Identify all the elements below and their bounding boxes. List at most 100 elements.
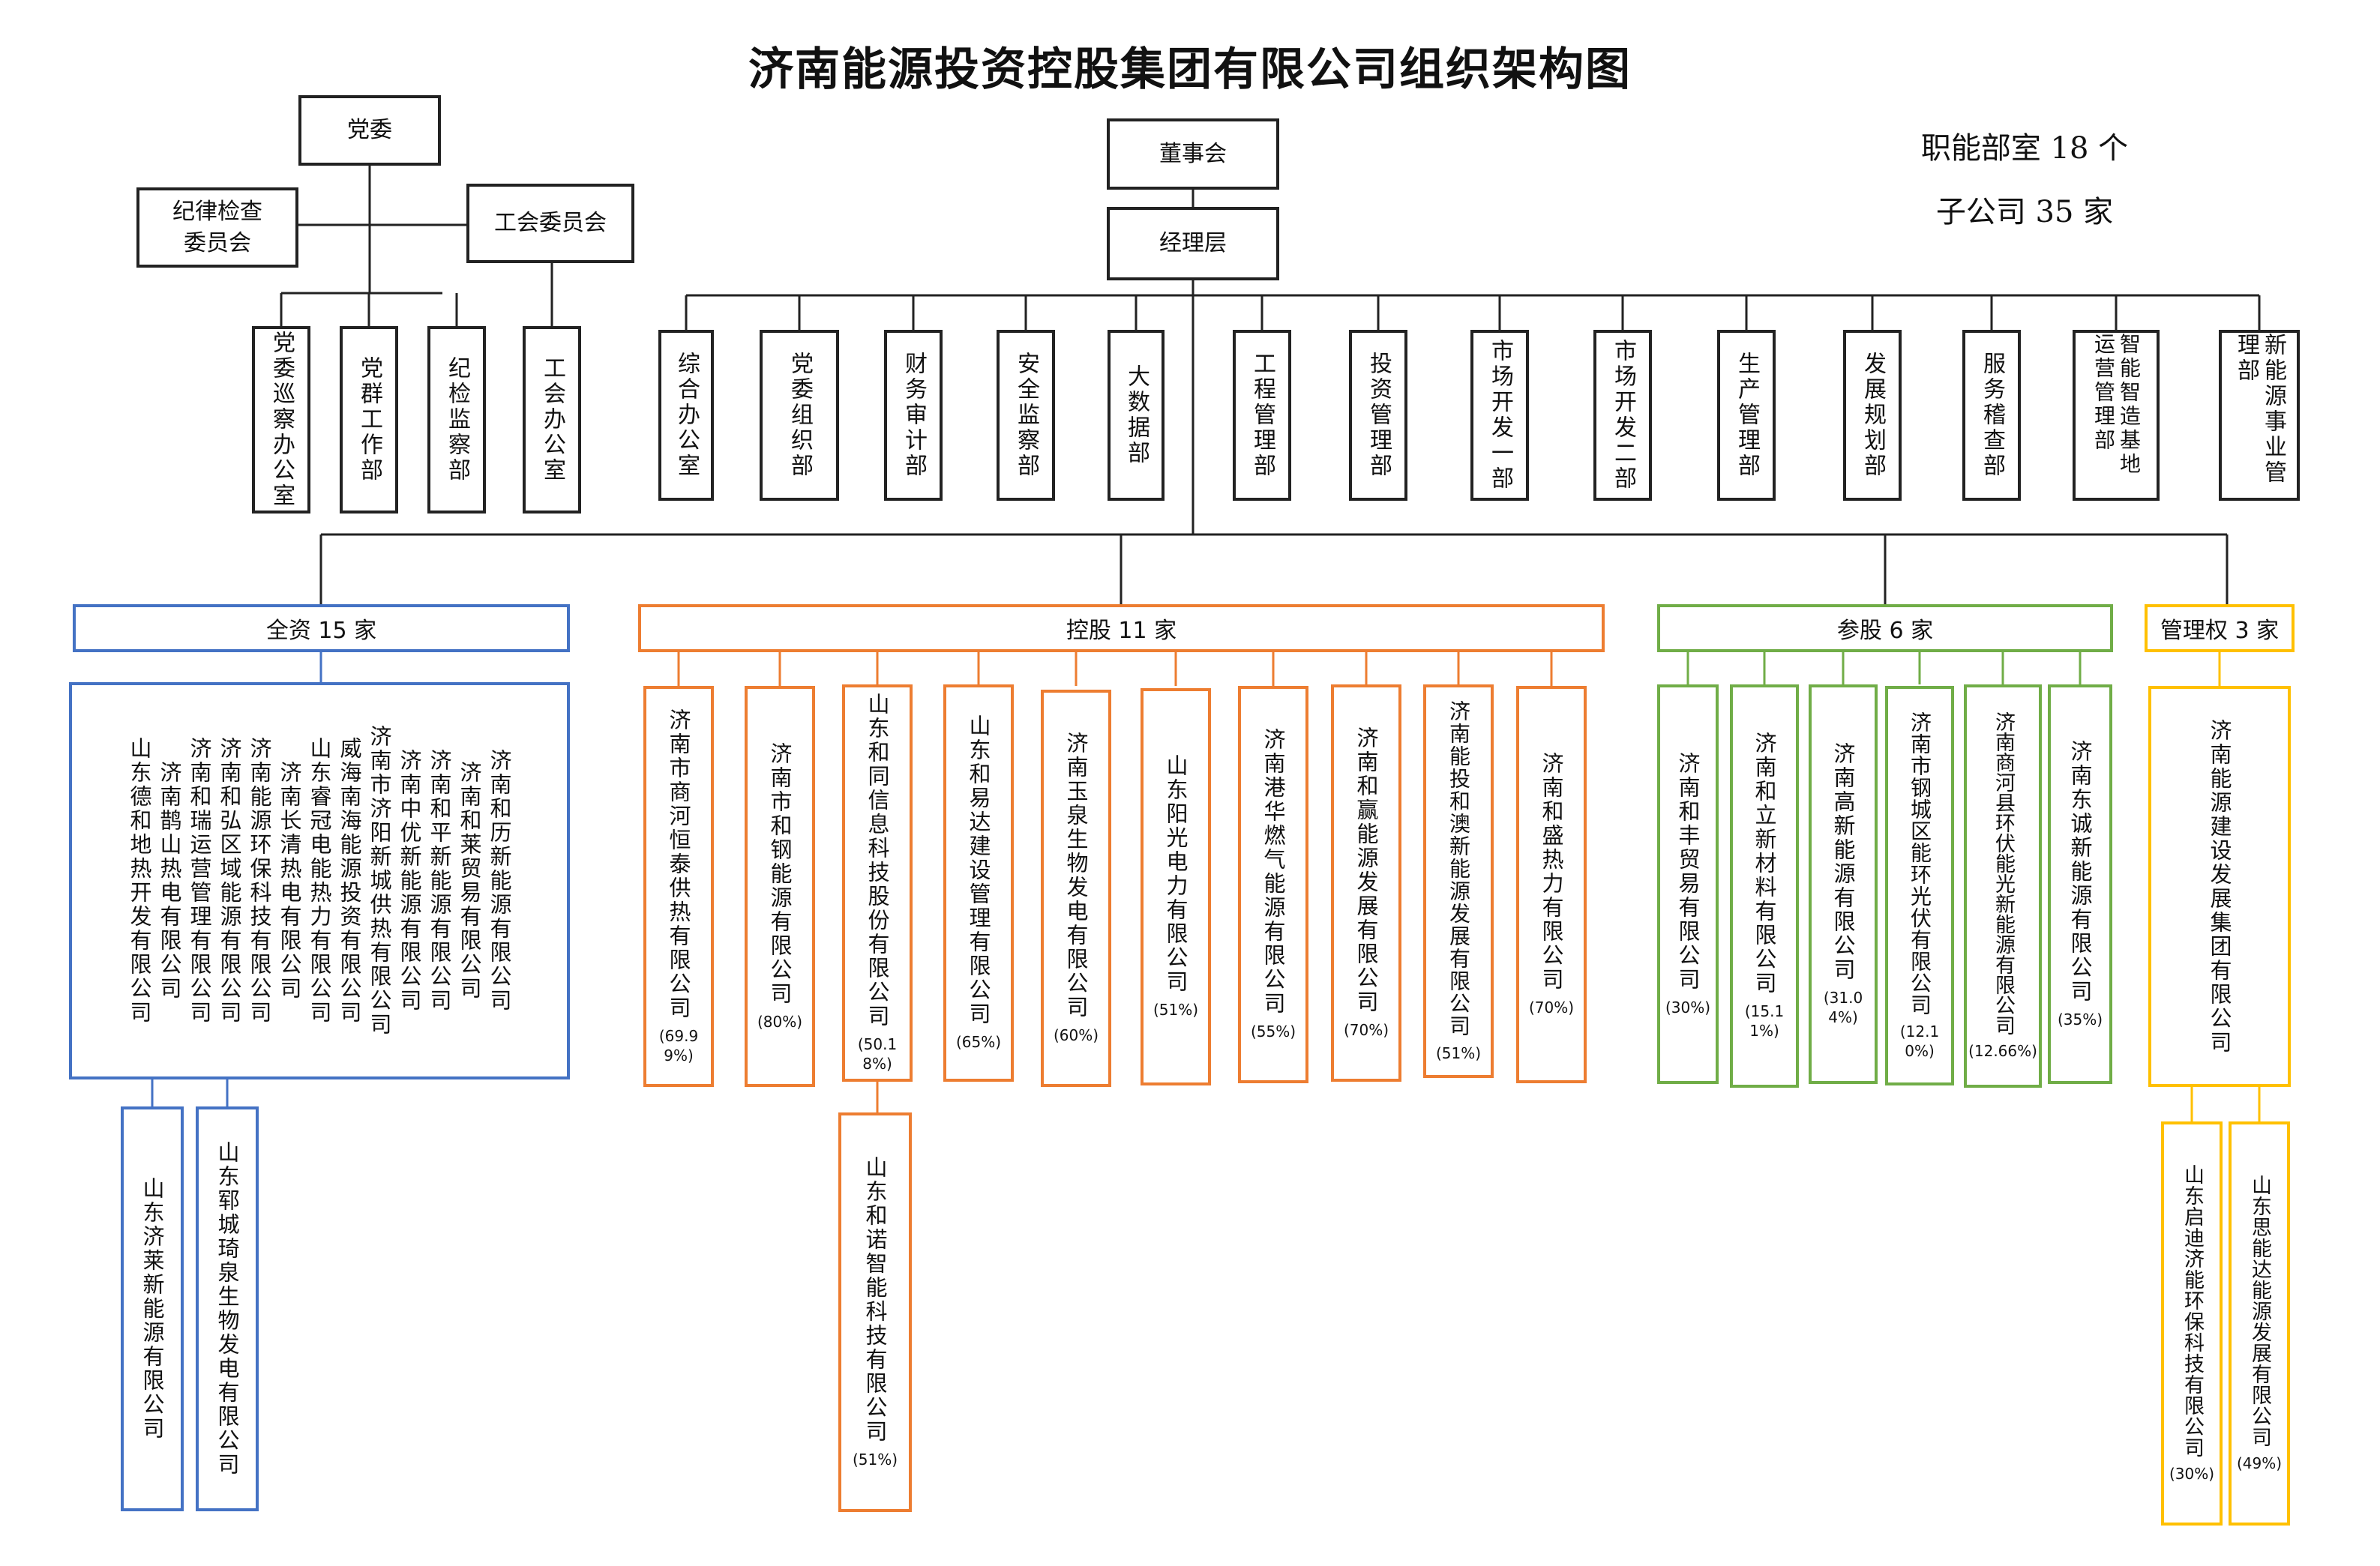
full-company: 济南长清热电有限公司 — [277, 761, 302, 1001]
department-box: 财务审计部 — [884, 330, 943, 501]
department-box: 工程管理部 — [1233, 330, 1291, 501]
department-label: 投资管理部 — [1365, 352, 1392, 479]
company-name: 山东阳光电力有限公司 — [1163, 754, 1189, 994]
company-name: 济南市钢城区能环光伏有限公司 — [1908, 711, 1932, 1016]
department-box: 安全监察部 — [997, 330, 1055, 501]
full-company: 山东睿冠电能热力有限公司 — [307, 737, 332, 1025]
company-name: 山东和易达建设管理有限公司 — [966, 714, 991, 1026]
full-company: 济南和瑞运营管理有限公司 — [187, 737, 212, 1025]
holding-sub-company-box: 山东和诺智能科技有限公司 (51%) — [838, 1112, 912, 1512]
holding-company-box: 济南玉泉生物发电有限公司 (60%) — [1041, 690, 1111, 1087]
share-company-box: 济南高新能源有限公司 (31.04%) — [1809, 684, 1878, 1084]
board-box: 董事会 — [1107, 118, 1279, 190]
full-company: 济南和平新能源有限公司 — [427, 749, 452, 1013]
full-company: 济南中优新能源有限公司 — [397, 749, 422, 1013]
company-name: 济南东诚新能源有限公司 — [2067, 739, 2093, 1004]
department-label: 工程管理部 — [1249, 352, 1275, 479]
party-office-label: 纪检监察部 — [444, 356, 470, 484]
full-company: 山东德和地热开发有限公司 — [127, 737, 152, 1025]
company-name: 济南能投和澳新能源发展有限公司 — [1446, 699, 1471, 1038]
full-company: 济南和弘区域能源有限公司 — [217, 737, 242, 1025]
discipline-committee-box: 纪律检查委员会 — [136, 187, 298, 268]
ownership-percentage: (50.18%) — [857, 1035, 898, 1073]
department-label: 市场开发二部 — [1610, 339, 1636, 492]
ownership-percentage: (12.10%) — [1899, 1022, 1940, 1060]
ownership-percentage: (60%) — [1053, 1026, 1099, 1044]
company-name: 济南商河县环伏能光新能源有限公司 — [1992, 711, 2015, 1035]
company-name: 济南和盛热力有限公司 — [1539, 752, 1564, 992]
company-name: 济南和赢能源发展有限公司 — [1353, 726, 1379, 1014]
ownership-percentage: (80%) — [757, 1012, 803, 1031]
management-sub-company-box: 山东思能达能源发展有限公司(49%) — [2229, 1121, 2290, 1526]
department-box: 市场开发一部 — [1470, 330, 1529, 501]
holding-company-box: 山东和易达建设管理有限公司(65%) — [943, 684, 1014, 1082]
department-label: 服务稽查部 — [1979, 352, 2005, 479]
share-company-box: 济南市钢城区能环光伏有限公司 (12.10%) — [1885, 686, 1954, 1085]
chart-title: 济南能源投资控股集团有限公司组织架构图 — [748, 43, 1632, 96]
full-sub-company-box: 山东济莱新能源有限公司 — [121, 1106, 184, 1511]
department-label: 发展规划部 — [1860, 352, 1886, 479]
company-name: 济南港华燃气能源有限公司 — [1260, 728, 1286, 1016]
department-box: 综合办公室 — [658, 330, 714, 501]
holding-company-box: 济南和盛热力有限公司 (70%) — [1516, 686, 1587, 1083]
management-sub-company-box: 山东启迪济能环保科技有限公司 (30%) — [2161, 1121, 2223, 1526]
department-count: 职能部室 18 个 — [1920, 131, 2129, 166]
company-name: 山东济莱新能源有限公司 — [139, 1177, 165, 1441]
company-name: 山东启迪济能环保科技有限公司 — [2181, 1163, 2204, 1458]
share-company-box: 济南东诚新能源有限公司 (35%) — [2048, 684, 2112, 1084]
share-company-box: 济南和立新材料有限公司(15.11%) — [1730, 684, 1799, 1088]
party-office-label: 工会办公室 — [539, 356, 565, 484]
share-company-box: 济南和丰贸易有限公司 (30%) — [1657, 684, 1719, 1084]
party-office-label: 党委巡察办公室 — [268, 331, 295, 509]
holding-company-box: 山东阳光电力有限公司 (51%) — [1141, 688, 1211, 1085]
share-bar: 参股 6 家 — [1657, 604, 2113, 652]
company-name: 济南市和钢能源有限公司 — [767, 741, 793, 1006]
party-committee-box: 党委 — [298, 95, 441, 166]
party-office-box: 工会办公室 — [523, 326, 581, 514]
party-office-label: 党群工作部 — [356, 356, 382, 484]
full-company: 济南市济阳新城供热有限公司 — [367, 725, 392, 1037]
department-box: 投资管理部 — [1349, 330, 1407, 501]
full-sub-company-box: 山东郓城琦泉生物发电有限公司 — [196, 1106, 259, 1511]
management-company-box: 济南能源建设发展集团有限公司 — [2148, 686, 2291, 1087]
department-box: 大数据部 — [1108, 330, 1165, 501]
company-name: 济南市商河恒泰供热有限公司 — [666, 708, 691, 1020]
union-committee-box: 工会委员会 — [466, 184, 634, 263]
department-label: 大数据部 — [1123, 364, 1150, 466]
holding-bar: 控股 11 家 — [638, 604, 1605, 652]
ownership-percentage: (12.66%) — [1968, 1042, 2037, 1060]
ownership-percentage: (51%) — [1435, 1044, 1482, 1062]
full-company: 济南和历新能源有限公司 — [487, 749, 512, 1013]
company-name: 济南和立新材料有限公司 — [1752, 732, 1777, 996]
ownership-percentage: (70%) — [1528, 999, 1575, 1017]
ownership-percentage: (31.04%) — [1823, 988, 1863, 1026]
party-office-box: 纪检监察部 — [427, 326, 486, 514]
department-box: 生产管理部 — [1717, 330, 1776, 501]
holding-company-box: 济南能投和澳新能源发展有限公司 (51%) — [1423, 684, 1494, 1078]
ownership-percentage: (30%) — [1665, 998, 1711, 1017]
company-name: 济南和丰贸易有限公司 — [1675, 751, 1701, 992]
subsidiary-count: 子公司 35 家 — [1935, 195, 2114, 229]
department-box: 新能源事业管理部 — [2219, 330, 2300, 501]
department-box: 发展规划部 — [1843, 330, 1902, 501]
company-name: 山东思能达能源发展有限公司 — [2248, 1174, 2271, 1448]
ownership-percentage: (70%) — [1343, 1021, 1389, 1039]
party-office-box: 党委巡察办公室 — [252, 326, 310, 514]
company-name: 济南玉泉生物发电有限公司 — [1063, 732, 1089, 1020]
ownership-percentage: (30%) — [2169, 1464, 2215, 1483]
holding-company-box: 济南港华燃气能源有限公司(55%) — [1238, 686, 1308, 1083]
company-name: 山东和诺智能科技有限公司 — [862, 1155, 888, 1444]
ownership-percentage: (51%) — [852, 1450, 898, 1469]
ownership-percentage: (35%) — [2057, 1010, 2103, 1029]
company-name: 山东和同信息科技股份有限公司 — [865, 693, 890, 1029]
ownership-percentage: (51%) — [1153, 1001, 1199, 1019]
department-box: 服务稽查部 — [1962, 330, 2021, 501]
full-company: 济南能源环保科技有限公司 — [247, 737, 272, 1025]
department-box: 党委组织部 — [760, 330, 839, 501]
department-label: 财务审计部 — [901, 352, 927, 479]
company-name: 济南高新能源有限公司 — [1830, 741, 1856, 982]
department-label: 新能源事业管理部 — [2233, 333, 2286, 486]
department-label: 智能智造基地运营管理部 — [2091, 333, 2142, 477]
full-company: 济南和莱贸易有限公司 — [457, 761, 482, 1001]
